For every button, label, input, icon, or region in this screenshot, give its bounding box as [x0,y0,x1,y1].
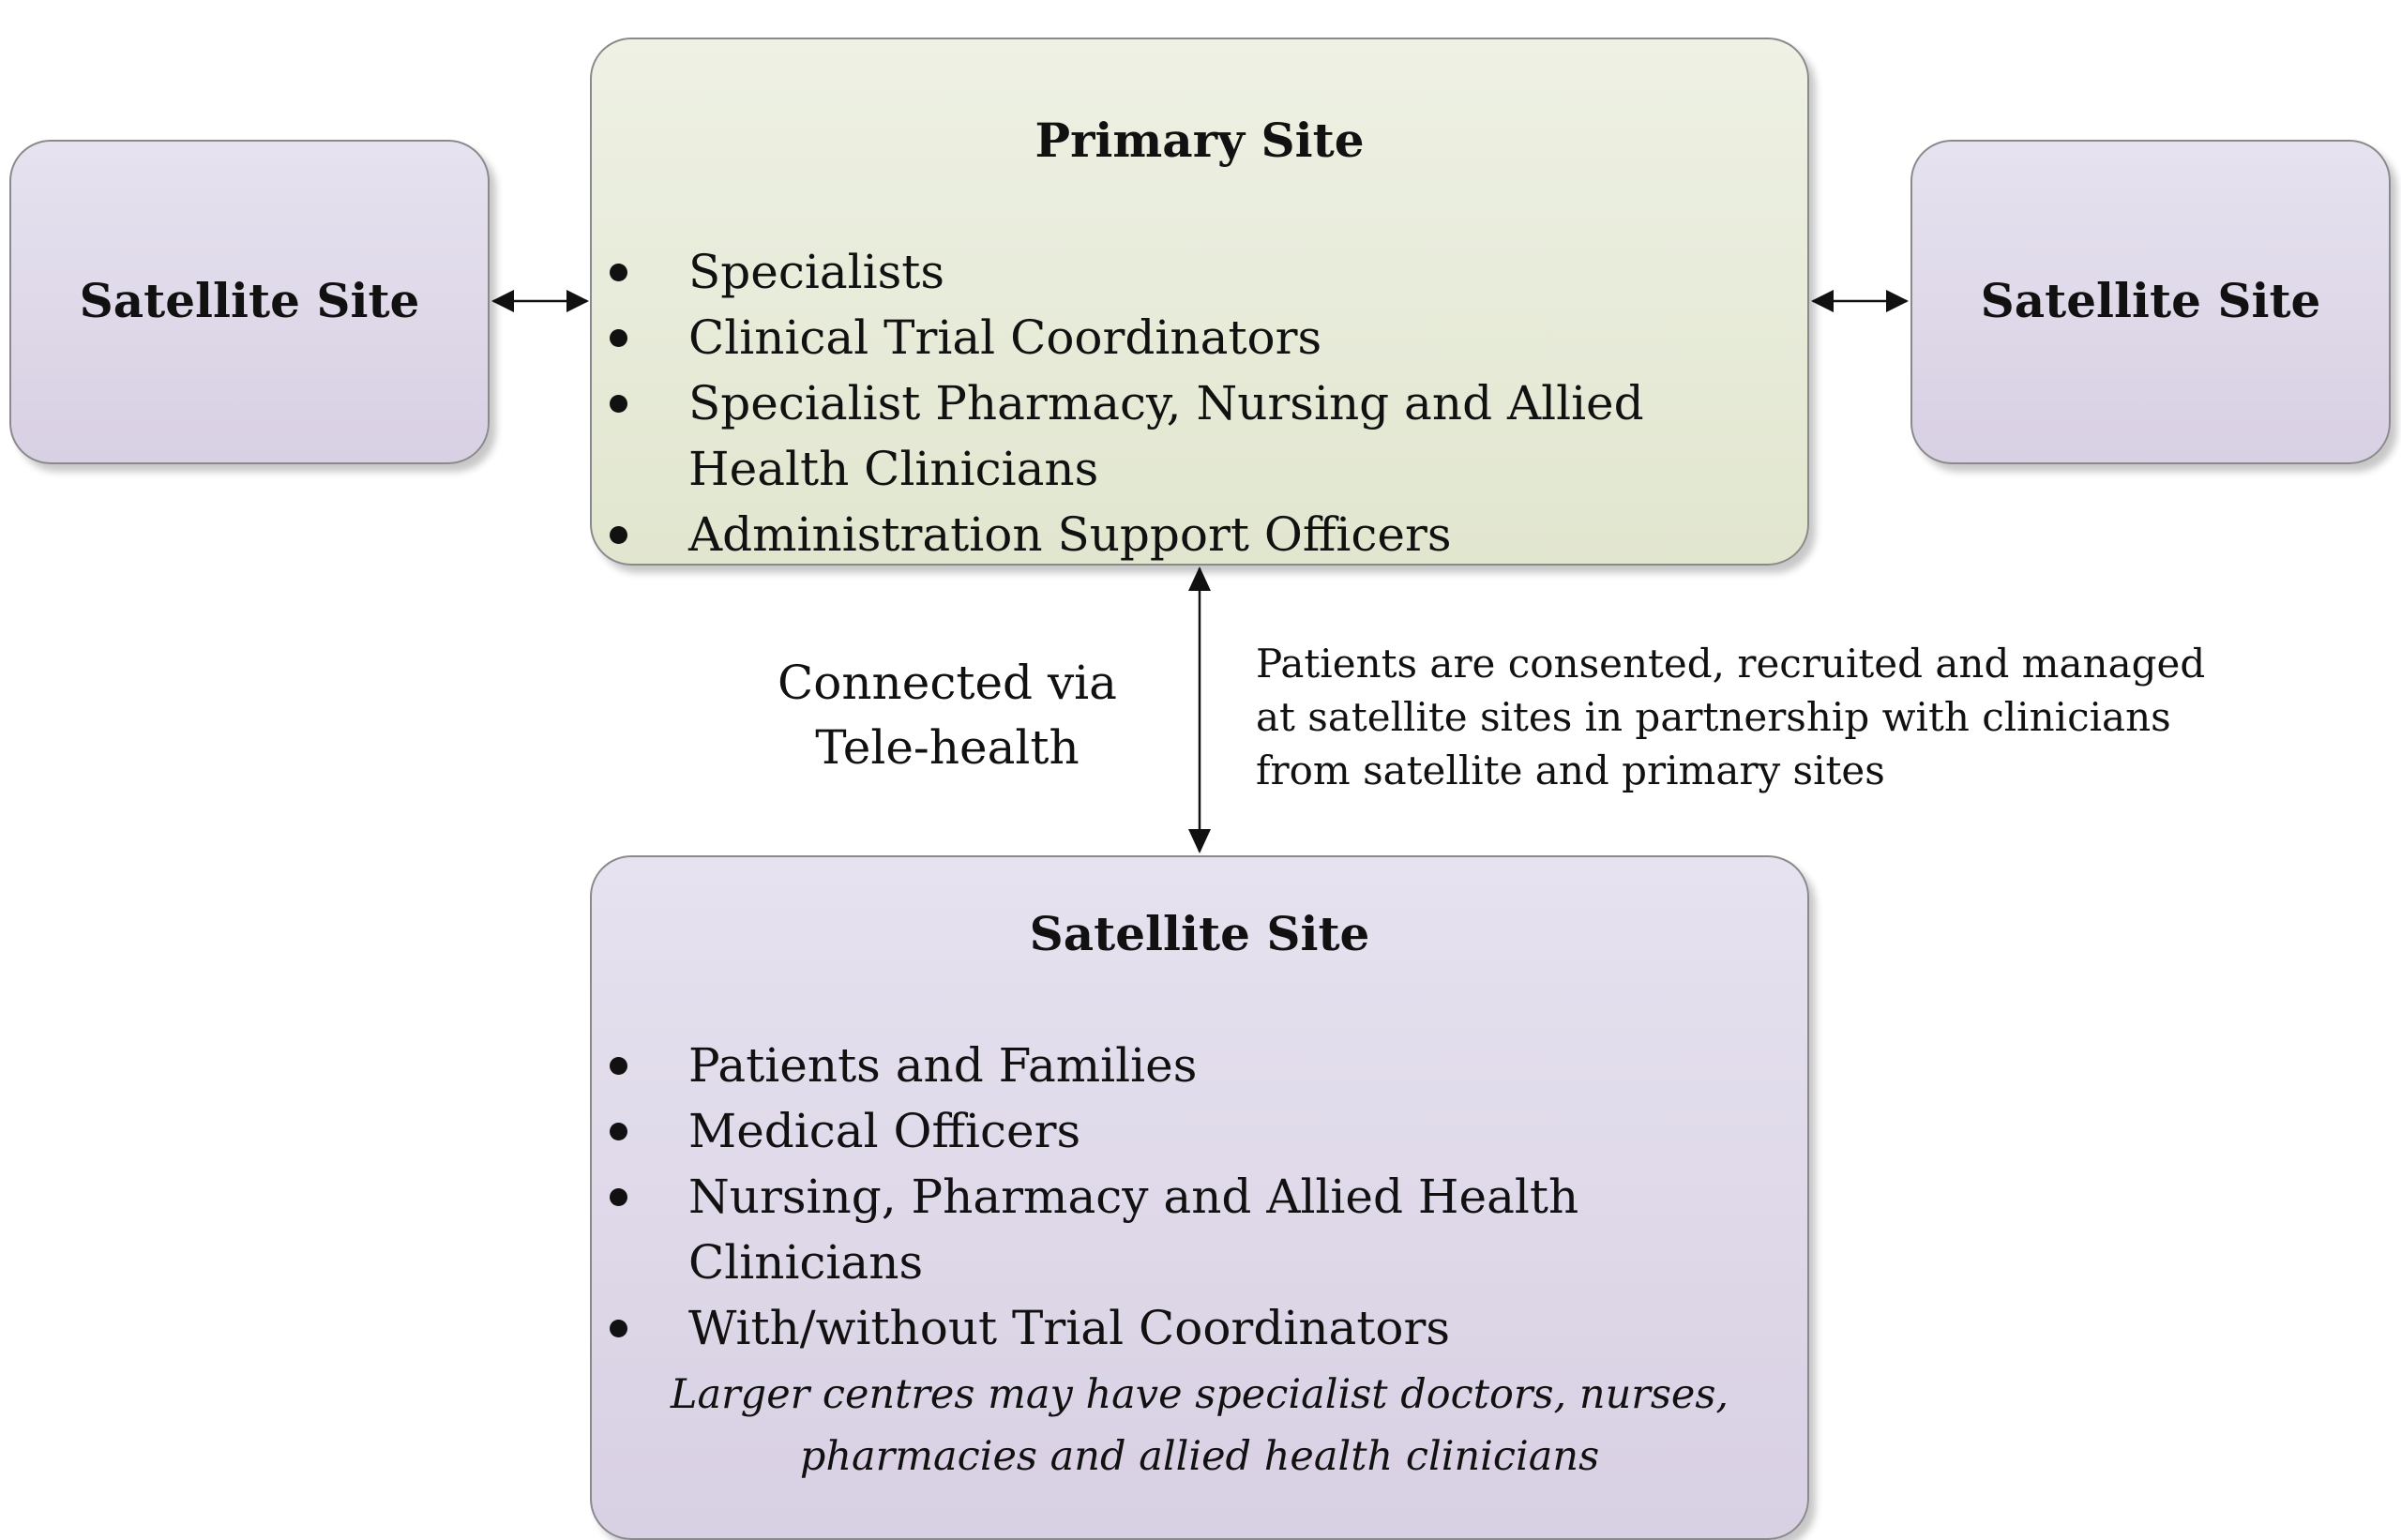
arrowhead-right-west [1811,290,1834,312]
list-item: Clinical Trial Coordinators [592,305,1807,370]
list-item: Specialists [592,239,1807,305]
patients-note: Patients are consented, recruited and ma… [1256,641,2206,793]
larger-centres-note: Larger centres may have specialist docto… [670,1371,1729,1480]
satellite-site-bottom-box: Satellite Site Patients and Families Med… [590,855,1809,1540]
list-item: Medical Officers [592,1098,1807,1164]
primary-site-list: Specialists Clinical Trial Coordinators … [592,239,1807,567]
bullet-icon [610,526,627,544]
satellite-site-left-box: Satellite Site [9,140,490,464]
bullet-icon [610,264,627,281]
satellite-site-list: Patients and Families Medical Officers N… [592,1033,1807,1361]
bullet-icon [610,1057,627,1075]
bullet-icon [610,1188,627,1206]
arrowhead-vertical-up [1188,566,1211,591]
list-item: Patients and Families [592,1033,1807,1098]
bullet-icon [610,1123,627,1140]
arrowhead-left-east [566,290,589,312]
satellite-site-left-title: Satellite Site [79,273,420,328]
list-item: With/without Trial Coordinators [592,1295,1807,1361]
primary-site-box: Primary Site Specialists Clinical Trial … [590,38,1809,566]
arrowhead-left-west [491,290,514,312]
primary-site-title: Primary Site [1034,113,1365,168]
arrowhead-vertical-down [1188,829,1211,853]
satellite-site-right-box: Satellite Site [1910,140,2391,464]
list-item: Administration Support Officers [592,502,1807,567]
satellite-site-bottom-title: Satellite Site [1029,906,1370,961]
bullet-icon [610,395,627,413]
bullet-icon [610,329,627,347]
list-item: Specialist Pharmacy, Nursing and Allied … [592,370,1807,502]
satellite-site-right-title: Satellite Site [1980,273,2321,328]
list-item: Nursing, Pharmacy and Allied Health Clin… [592,1164,1807,1295]
bullet-icon [610,1320,627,1337]
arrowhead-right-east [1886,290,1909,312]
connection-label: Connected via Tele-health [778,656,1117,775]
